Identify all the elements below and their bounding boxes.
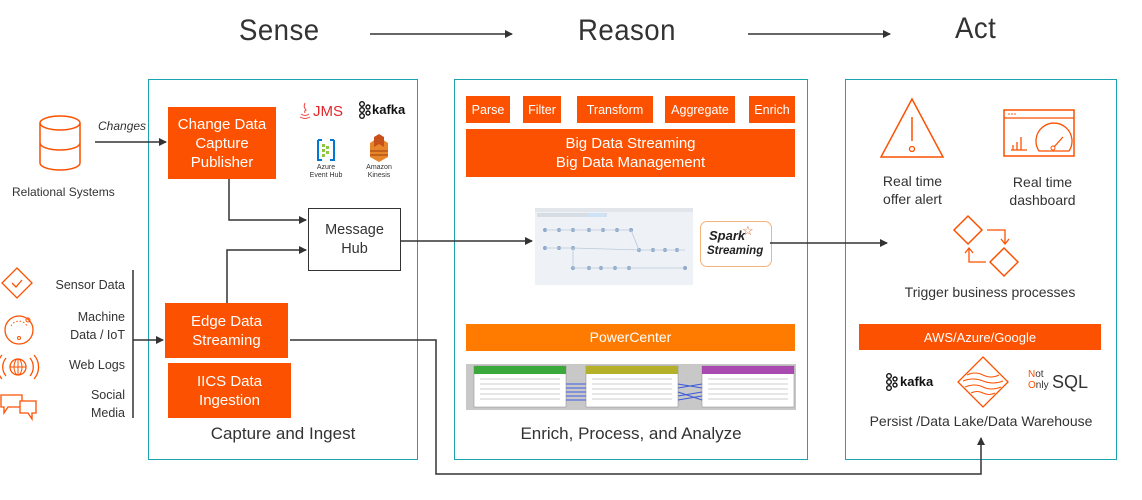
trigger-processes-label: Trigger business processes [904,284,1076,300]
spark-star-icon: ☆ [742,223,754,238]
iics-data-ingestion-box[interactable]: IICS Data Ingestion [168,363,291,418]
kafka-logo-act: kafka [900,374,934,389]
alert-triangle-icon [879,97,945,158]
nosql-o: O [1028,380,1036,391]
gauge-icon [4,315,34,345]
offer-alert-label: Real time offer alert [860,172,965,208]
social-media-label: Social Media [40,386,125,422]
message-hub-line1: Message [325,221,384,238]
nosql-sql: SQL [1052,372,1089,392]
nosql-ot: ot [1035,369,1044,380]
data-lake-icon [957,356,1009,408]
nosql-n: N [1028,369,1036,380]
bds-line1: Big Data Streaming [565,135,696,152]
powercenter-box[interactable]: PowerCenter [466,324,795,351]
azure-event-hub-icon [317,139,335,161]
kafka-icon-act [886,373,898,391]
powercenter-mapping-thumbnail [466,364,796,410]
alert-line1: Real time [882,173,943,189]
dashboard-line2: dashboard [1009,192,1076,208]
iics-line1: IICS Data [196,372,263,390]
streaming-mapping-thumbnail [535,208,693,285]
web-logs-label: Web Logs [68,358,125,372]
iics-line2: Ingestion [199,391,260,409]
database-icon [39,115,81,171]
machine-data-line2: Data / IoT [70,328,125,342]
azure-event-hub-label: Azure Event Hub [306,164,346,180]
step-aggregate[interactable]: Aggregate [665,96,735,123]
step-filter[interactable]: Filter [523,96,561,123]
social-media-line1: Social [90,388,125,402]
azure-line1: Azure [316,164,336,171]
social-media-line2: Media [90,406,125,420]
alert-line2: offer alert [883,191,942,207]
big-data-box[interactable]: Big Data Streaming Big Data Management [466,129,795,177]
cdc-line3: Publisher [190,153,254,171]
stage-sense: Sense [239,14,320,47]
streaming-text: Streaming [707,245,764,257]
kinesis-line2: Kinesis [367,172,391,179]
stage-act: Act [955,12,997,45]
capture-ingest-caption: Capture and Ingest [210,424,356,443]
sensor-icon [1,267,33,299]
edge-line1: Edge Data [191,312,262,330]
cdc-publisher-box[interactable]: Change Data Capture Publisher [168,107,276,179]
cloud-providers-box[interactable]: AWS/Azure/Google [859,324,1101,350]
step-transform[interactable]: Transform [577,96,653,123]
persist-label: Persist /Data Lake/Data Warehouse [869,413,1093,429]
dashboard-line1: Real time [1012,174,1073,190]
machine-data-label: Machine Data / IoT [40,308,125,344]
bds-line2: Big Data Management [555,154,706,171]
edge-line2: Streaming [192,331,261,349]
dashboard-label: Real time dashboard [990,173,1095,209]
business-process-icon [952,214,1020,278]
enrich-process-analyze-caption: Enrich, Process, and Analyze [520,424,742,443]
globe-signal-icon [0,354,40,380]
sensor-data-label: Sensor Data [55,278,125,292]
step-parse[interactable]: Parse [466,96,510,123]
nosql-logo: Not Only SQL [1028,370,1098,396]
jms-logo: JMS [313,103,343,120]
kafka-logo: kafka [372,102,406,117]
spark-text: Spark [709,228,746,243]
amazon-kinesis-label: Amazon Kinesis [359,164,399,180]
spark-streaming-logo: Spark ☆ Streaming [700,221,772,267]
step-enrich[interactable]: Enrich [749,96,795,123]
kinesis-line1: Amazon [366,164,392,171]
java-icon [299,102,311,119]
cdc-line1: Change Data [177,115,267,133]
message-hub-line2: Hub [341,240,368,257]
dashboard-icon [1003,109,1075,157]
chat-bubbles-icon [0,394,37,422]
nosql-nly: nly [1035,380,1049,391]
relational-systems-label: Relational Systems [12,185,115,199]
edge-data-streaming-box[interactable]: Edge Data Streaming [165,303,288,358]
cdc-line2: Capture [195,134,249,152]
machine-data-line1: Machine [77,310,125,324]
changes-label: Changes [98,119,147,133]
azure-line2: Event Hub [309,172,343,179]
kafka-icon [359,101,371,119]
message-hub-box[interactable]: Message Hub [308,208,401,271]
amazon-kinesis-icon [370,134,388,162]
stage-reason: Reason [578,14,676,47]
